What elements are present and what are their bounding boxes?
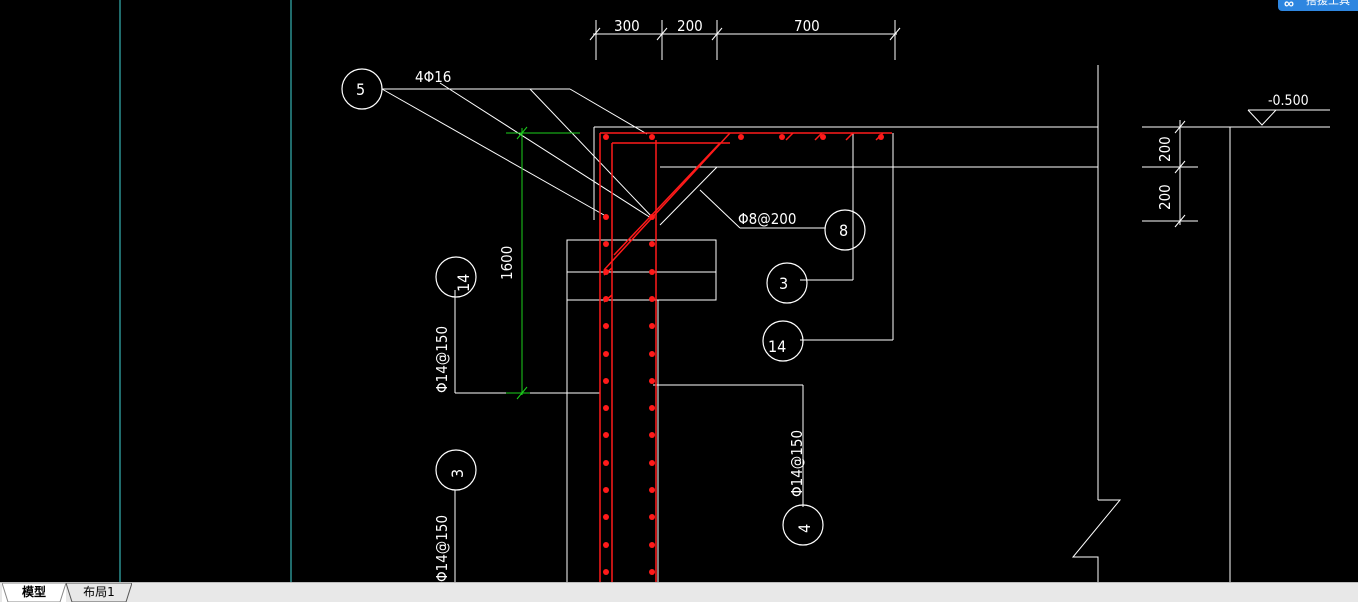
rebar-dot [649,323,655,329]
rebar-dot [603,487,609,493]
rebar-dot [603,241,609,247]
cad-drawing-canvas[interactable]: 300 200 700 -0.500 200 200 1600 5 8 3 14… [0,0,1358,582]
rebar-dot [603,351,609,357]
rebar-dot [649,514,655,520]
rebar-label-top: 4Φ16 [415,68,451,86]
dim-text-200: 200 [677,17,703,35]
rebar-dot [603,214,609,220]
rebar-label-left-lower: Φ14@150 [433,515,451,582]
tab-shape [66,583,132,602]
rebar-dot [649,569,655,575]
rebar-dot [603,460,609,466]
rebar-dot [878,134,884,140]
tab-layout1[interactable]: 布局1 [66,583,132,602]
badge-label: 搭援工具 [1306,0,1350,7]
rebar-label-right-lower: Φ14@150 [788,430,806,497]
rebar-dot [738,134,744,140]
green-dimension [506,126,580,400]
right-dim-text-1: 200 [1156,136,1174,162]
rebar-dot [603,296,609,302]
rebar-dot [603,134,609,140]
rebar-dot [603,323,609,329]
tab-model-label: 模型 [21,585,46,599]
green-dim-text: 1600 [498,246,516,280]
rebar-dot [603,432,609,438]
rebar-dot [603,569,609,575]
rebar-label-stirrup: Φ8@200 [738,210,796,228]
rebar-dot [649,296,655,302]
rebar-dot [649,460,655,466]
callout-8: 8 [839,221,848,240]
rebar-label-left-upper: Φ14@150 [433,326,451,393]
rebar-dot [603,405,609,411]
callout-circles [341,68,866,546]
rebar-dot [649,432,655,438]
rebar-dot [820,134,826,140]
rebar-dots [603,134,884,575]
toolbar-badge[interactable]: ∞ 搭援工具 [1278,0,1358,11]
rebar-dot [603,378,609,384]
dim-text-700: 700 [794,17,820,35]
axis-lines [119,0,292,582]
structure-outline [381,20,1330,582]
rebar [599,132,892,582]
right-dim-text-2: 200 [1156,184,1174,210]
rebar-dot [779,134,785,140]
tab-layout1-label: 布局1 [83,585,115,599]
rebar-dot [649,241,655,247]
rebar-dot [649,487,655,493]
tab-model[interactable]: 模型 [2,583,66,602]
infinity-icon: ∞ [1284,0,1294,11]
dim-text-300: 300 [614,17,640,35]
rebar-dot [649,214,655,220]
tab-shape [2,583,66,602]
elevation-text: -0.500 [1268,93,1309,109]
callout-4: 4 [795,524,814,533]
rebar-dot [603,514,609,520]
callout-3-right: 3 [779,274,788,293]
callout-14-right: 14 [768,337,786,356]
callout-3-left: 3 [448,469,467,478]
layout-tab-bar: 模型 布局1 [0,582,1358,602]
rebar-dot [649,542,655,548]
rebar-dot [603,542,609,548]
rebar-dot [649,405,655,411]
rebar-dot [649,378,655,384]
callout-14-left: 14 [454,274,473,292]
rebar-dot [649,269,655,275]
rebar-dot [649,351,655,357]
callout-5: 5 [356,80,365,99]
rebar-dot [649,134,655,140]
rebar-dot [603,269,609,275]
